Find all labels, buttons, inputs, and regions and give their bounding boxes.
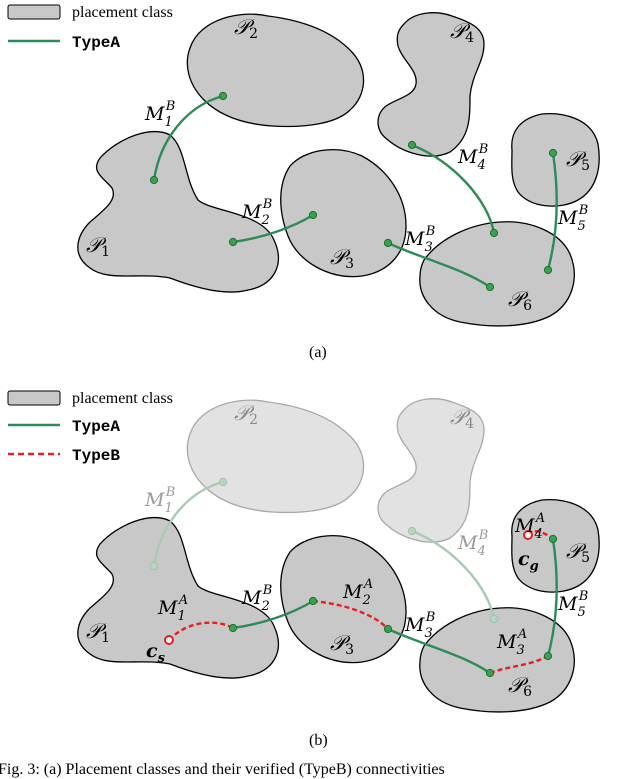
node [149,561,159,571]
node [228,623,238,633]
legend-typeB-label: TypeB [72,447,120,465]
node [485,282,495,292]
node [548,148,558,158]
label-m4a: M4A [514,511,545,542]
node [228,237,238,247]
edge-m3b [387,241,491,288]
nodes-a [149,91,558,292]
node [543,265,553,275]
panel-label-a: (a) [309,344,327,361]
label-m5b: M5B [557,203,588,234]
legend-swatch-placement-class [7,390,61,406]
node [543,651,553,661]
panel-label-b: (b) [309,732,328,749]
node [149,175,159,185]
start-config-marker [164,635,174,645]
label-m3a: M3A [496,627,527,658]
edge-m5b [546,538,558,657]
label-m3b: M3B [404,610,435,641]
edge-m1b [152,94,224,181]
edge-m4b [411,143,496,234]
class-p2-region [186,399,365,514]
legend-placement-class-label: placement class [72,4,173,21]
node [407,526,417,536]
panel-b-graph: 𝒫1 𝒫2 𝒫3 𝒫4 𝒫5 𝒫6 [77,398,600,713]
label-m2a: M2A [342,577,373,608]
edge-m3a [489,654,549,675]
label-m1b: M1B [144,99,175,130]
panel-b: placement class TypeA TypeB 𝒫1 𝒫2 𝒫3 𝒫4 … [7,390,600,749]
node [308,210,318,220]
node [308,596,318,606]
node [489,614,499,624]
node [489,228,499,238]
label-cs: cs [146,640,166,666]
class-p6-region [419,221,575,327]
label-m4b: M4B [457,142,488,173]
edge-m5b [546,152,558,271]
label-m3b: M3B [404,224,435,255]
edge-m2a [312,599,389,630]
class-p2-region [186,13,365,128]
node [383,238,393,248]
node [383,624,393,634]
node [218,91,228,101]
label-m4b: M4B [457,528,488,559]
legend-a: placement class TypeA [7,4,173,52]
edge-m1a [168,621,234,641]
node [218,477,228,487]
edge-m2b [232,213,314,244]
node [407,140,417,150]
figure-caption: Fig. 3: (a) Placement classes and their … [0,761,445,778]
label-cg: cg [518,548,539,574]
legend-b: placement class TypeA TypeB [7,390,173,465]
label-m1a: M1A [157,593,188,624]
class-p6-region [419,607,575,713]
legend-swatch-placement-class [7,4,61,20]
legend-placement-class-label: placement class [72,390,173,407]
edge-m3b [387,627,491,674]
edge-m4b [411,529,496,620]
legend-typeA-label: TypeA [72,418,120,436]
nodes-b [149,477,558,678]
legend-typeA-label: TypeA [72,34,120,52]
goal-config-marker [523,530,533,540]
edge-m1b [152,480,224,567]
label-m5b: M5B [557,589,588,620]
label-m1b: M1B [144,485,175,516]
label-m2b: M2B [241,583,272,614]
panel-a: placement class TypeA 𝒫1 𝒫2 𝒫3 𝒫4 𝒫5 𝒫6 [7,4,600,361]
node [485,668,495,678]
edge-m2b [232,599,314,630]
label-m2b: M2B [241,197,272,228]
node [548,534,558,544]
